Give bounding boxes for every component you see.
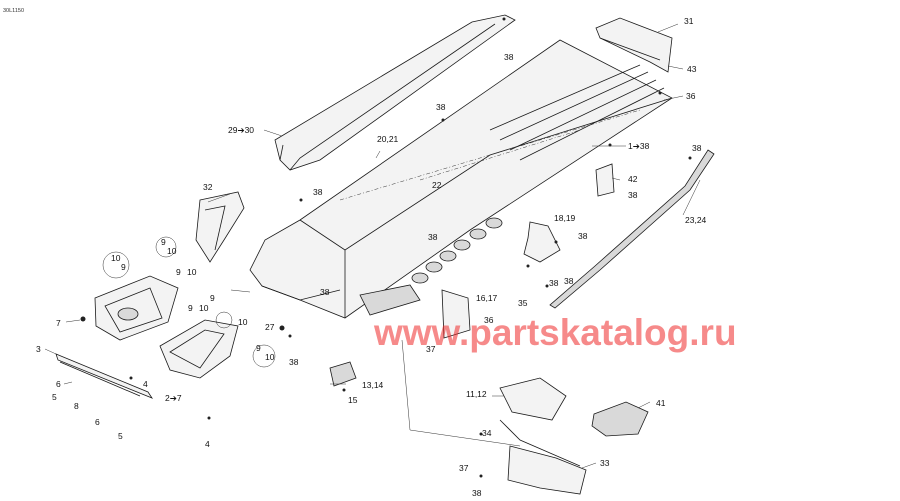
callout-38: 38 — [472, 488, 482, 498]
callout-18-19: 18,19 — [554, 213, 576, 223]
slide-rail — [549, 149, 715, 309]
callout-23-24: 23,24 — [685, 215, 707, 225]
callout-4: 4 — [205, 439, 210, 449]
callout-36: 36 — [484, 315, 494, 325]
callout-10: 10 — [238, 317, 248, 327]
side-bracket-18-19 — [523, 221, 561, 263]
callout-9-10-group: 9 10 — [210, 293, 248, 329]
callout-33: 33 — [600, 458, 610, 468]
callout-37: 37 — [426, 344, 436, 354]
callout-10-9-group: 10 9 — [102, 251, 130, 279]
callout-41: 41 — [656, 398, 666, 408]
callout-10: 10 — [167, 246, 177, 256]
callout-38: 38 — [564, 276, 574, 286]
plate-13-14 — [329, 361, 357, 387]
callout-10: 10 — [265, 352, 275, 362]
callout-15: 15 — [348, 395, 358, 405]
callout-labels: 31 43 36 38 29➔30 38 20,21 22 1➔38 42 38… — [36, 16, 707, 498]
callout-6: 6 — [95, 417, 100, 427]
callout-10: 10 — [111, 253, 121, 263]
cover-41 — [591, 401, 649, 437]
callout-34: 34 — [482, 428, 492, 438]
callout-43: 43 — [687, 64, 697, 74]
rear-bumper — [595, 17, 673, 73]
right-footrest — [159, 319, 239, 379]
callout-32: 32 — [203, 182, 213, 192]
callout-38: 38 — [436, 102, 446, 112]
callout-10: 10 — [199, 303, 209, 313]
bracket-16-17 — [441, 289, 471, 339]
callout-38: 38 — [313, 187, 323, 197]
callout-9: 9 — [256, 343, 261, 353]
rear-support-33 — [499, 419, 587, 495]
callout-16-17: 16,17 — [476, 293, 498, 303]
callout-9: 9 — [161, 237, 166, 247]
callout-11-12: 11,12 — [466, 389, 487, 399]
callout-37: 37 — [459, 463, 469, 473]
callout-38: 38 — [289, 357, 299, 367]
callout-9: 9 — [121, 262, 126, 272]
callout-9-10-box: 9 10 — [188, 303, 209, 313]
callout-10: 10 — [187, 267, 197, 277]
callout-9: 9 — [176, 267, 181, 277]
footrest-support — [195, 191, 245, 263]
tunnel-top-panel — [274, 14, 516, 171]
callout-1-38: 1➔38 — [628, 141, 650, 151]
callout-20-21: 20,21 — [377, 134, 399, 144]
callout-2-7: 2➔7 — [165, 393, 182, 403]
tunnel-frame — [249, 39, 673, 319]
callout-5: 5 — [118, 431, 123, 441]
watermark-text: www.partskatalog.ru — [373, 312, 737, 353]
callout-3: 3 — [36, 344, 41, 354]
callout-29-30: 29➔30 — [228, 125, 254, 135]
callout-7: 7 — [56, 318, 61, 328]
callout-38: 38 — [428, 232, 438, 242]
callout-9-10-box: 9 10 — [176, 267, 197, 277]
callout-35: 35 — [518, 298, 528, 308]
callout-42: 42 — [628, 174, 638, 184]
callout-38: 38 — [549, 278, 559, 288]
callout-9: 9 — [210, 293, 215, 303]
callout-9-10-group: 9 10 — [155, 236, 177, 258]
callout-4: 4 — [143, 379, 148, 389]
callout-38: 38 — [578, 231, 588, 241]
bracket-42 — [595, 163, 615, 197]
callout-6: 6 — [56, 379, 61, 389]
callout-38: 38 — [628, 190, 638, 200]
callout-27: 27 — [265, 322, 275, 332]
running-board — [55, 353, 154, 399]
callout-13-14: 13,14 — [362, 380, 384, 390]
callout-5: 5 — [52, 392, 57, 402]
callout-9-10-group: 9 10 — [252, 343, 276, 368]
left-footrest — [94, 275, 179, 341]
callout-8: 8 — [74, 401, 79, 411]
callout-9: 9 — [188, 303, 193, 313]
callout-31: 31 — [684, 16, 694, 26]
callout-38: 38 — [320, 287, 330, 297]
callout-36: 36 — [686, 91, 696, 101]
callout-22: 22 — [432, 180, 442, 190]
callout-38: 38 — [692, 143, 702, 153]
callout-38: 38 — [504, 52, 514, 62]
cover-11-12 — [499, 377, 567, 421]
drawing-code: 30L1150 — [3, 8, 24, 14]
leader-lines — [44, 23, 701, 469]
